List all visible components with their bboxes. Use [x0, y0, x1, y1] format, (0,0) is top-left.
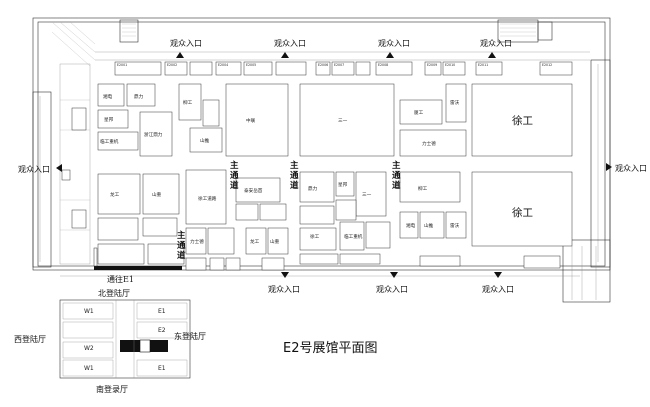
booth-name: 浙江鼎力	[144, 131, 163, 138]
booth-name: 柳工	[183, 99, 193, 106]
booth-name: 雷沃	[450, 222, 460, 229]
entrance-arrow	[56, 164, 62, 172]
locator-label: E1	[158, 365, 166, 372]
passage-to-e1-label: 通往E1	[107, 274, 134, 284]
entrance-arrow	[281, 272, 289, 278]
entrance-label: 观众入口	[170, 39, 202, 48]
booth-name: 山推	[200, 137, 210, 144]
booth-label: E2007	[334, 63, 344, 67]
booth-label: E2001	[117, 63, 127, 67]
main-road-label: 主通道	[290, 160, 299, 191]
bottom-entrances: 观众入口 观众入口 观众入口	[268, 272, 514, 294]
booth-name: 徐工	[310, 233, 320, 240]
booth-label: E2005	[246, 63, 256, 67]
booth-name: 徐工道路	[198, 195, 217, 202]
booth-name: 湘电	[406, 222, 416, 229]
booth-name: 湘电	[103, 93, 113, 100]
booth-names: 湘电 鼎力 星邦 临工重机 浙江鼎力 柳工 山推 中联 三一 厦工 雷沃 力士德…	[100, 93, 460, 245]
entrance-label: 观众入口	[482, 285, 514, 294]
booth-label: E2004	[218, 63, 228, 67]
locator-label: E2	[158, 327, 166, 334]
booth-label: E2009	[427, 63, 437, 67]
booth-name: 三一	[338, 118, 348, 124]
locator-label: W1	[84, 308, 94, 315]
top-entrances: 观众入口 观众入口 观众入口 观众入口	[170, 39, 512, 58]
locator-label: W2	[84, 345, 94, 352]
locator-map: W1 W2 W1 E1 E2 E1	[59, 299, 191, 379]
entrance-label: 观众入口	[615, 164, 647, 173]
hall-label-south: 南登录厅	[96, 384, 128, 394]
booth-name: 龙工	[110, 191, 120, 198]
booth-label: E2002	[167, 63, 177, 67]
entrance-arrow	[390, 272, 398, 278]
booth-name: 鼎力	[308, 185, 318, 192]
hall-outline	[32, 17, 611, 303]
entrance-arrow	[606, 163, 612, 171]
booth-name: 力士德	[190, 238, 204, 245]
locator-label: W1	[84, 365, 94, 372]
booth-name: 山重	[152, 191, 162, 198]
entrance-arrow	[386, 52, 394, 58]
booth-name: 力士德	[422, 140, 436, 147]
entrance-arrow	[494, 272, 502, 278]
hall-label-west: 西登陆厅	[14, 334, 46, 344]
left-wing-structure	[51, 21, 96, 265]
locator-label: E1	[158, 308, 166, 315]
entrance-label: 观众入口	[378, 39, 410, 48]
area-label-xcmg-upper: 徐工	[512, 114, 533, 127]
booth-name: 临工重机	[100, 138, 119, 145]
booth-name: 雷沃	[450, 99, 460, 106]
booth-label: E2008	[378, 63, 388, 67]
entrance-arrow	[281, 52, 289, 58]
booth-name: 鼎力	[134, 93, 144, 100]
main-road-label: 主通道	[230, 160, 239, 191]
booth-name: 星邦	[338, 181, 348, 188]
side-entrances: 观众入口 观众入口	[18, 163, 647, 174]
hall-label-east: 东登陆厅	[174, 331, 206, 341]
booth-name: 泰安岳首	[244, 187, 263, 194]
booth-name: 龙工	[250, 238, 260, 245]
main-road-1: 主通道	[177, 230, 186, 261]
hall-label-north: 北登陆厅	[98, 288, 130, 298]
booth-name: 临工重机	[344, 233, 363, 240]
booth-name: 柳工	[418, 185, 428, 192]
booth-name: 山重	[270, 238, 280, 245]
main-road-labels: 主通道 主通道 主通道	[230, 160, 401, 191]
booth-label: E2012	[542, 63, 552, 67]
entrance-label: 观众入口	[274, 39, 306, 48]
entrance-label: 观众入口	[268, 285, 300, 294]
area-label-xcmg-lower: 徐工	[512, 206, 533, 219]
map-title: E2号展馆平面图	[283, 341, 378, 356]
booth-label: E2006	[318, 63, 328, 67]
entrance-arrow	[176, 52, 184, 58]
entrance-arrow	[488, 52, 496, 58]
booth-label: E2010	[445, 63, 455, 67]
top-booth-row: E2001 E2002 E2004 E2005 E2006 E2007 E200…	[114, 61, 573, 76]
entrance-label: 观众入口	[480, 39, 512, 48]
booth-name: 厦工	[414, 110, 424, 116]
booth-name: 山推	[424, 222, 434, 229]
booth-name: 星邦	[104, 116, 114, 123]
booth-name: 中联	[246, 117, 256, 124]
booth-blocks	[93, 83, 573, 271]
main-road-label: 主通道	[177, 230, 186, 261]
booth-label: E2011	[478, 63, 488, 67]
main-road-label: 主通道	[392, 160, 401, 191]
entrance-label: 观众入口	[376, 285, 408, 294]
booth-name: 三一	[362, 192, 372, 198]
entrance-label: 观众入口	[18, 165, 50, 174]
